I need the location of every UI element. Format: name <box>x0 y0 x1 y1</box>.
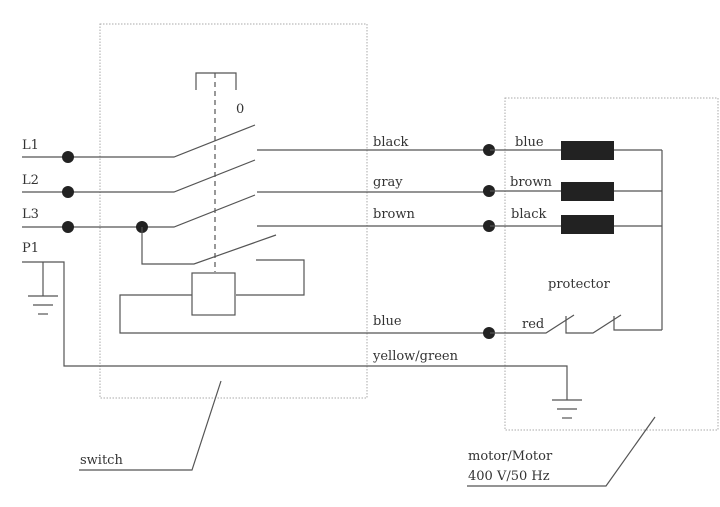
protector-contact-2 <box>565 314 622 334</box>
line-L1 <box>22 124 490 163</box>
wire-label-black: black <box>373 135 409 150</box>
switch-position-label: 0 <box>236 102 244 117</box>
protector-return <box>613 316 662 331</box>
blue-wire <box>119 294 490 334</box>
motor-callout-line <box>467 416 656 487</box>
motor-label: motor/Motor <box>468 449 553 464</box>
ground-icon-motor <box>552 399 582 419</box>
switch-label: switch <box>80 453 123 468</box>
switch-callout-line <box>79 380 222 471</box>
label-P1: P1 <box>22 241 39 256</box>
switch-coil <box>191 272 236 316</box>
coil-return <box>236 259 305 296</box>
motor-wire-label-blue: blue <box>515 135 544 150</box>
aux-contact <box>141 227 277 265</box>
wire-label-brown: brown <box>373 207 415 222</box>
wire-label-yellow-green: yellow/green <box>372 349 459 364</box>
motor-wire-label-black: black <box>511 207 547 222</box>
earth-wire <box>22 261 568 400</box>
label-L2: L2 <box>22 173 39 188</box>
motor-rating: 400 V/50 Hz <box>468 469 550 484</box>
switch-actuator <box>195 72 237 90</box>
wire-label-gray: gray <box>373 175 403 190</box>
motor-enclosure <box>504 97 719 431</box>
protector-contact-1 <box>490 314 575 334</box>
label-L3: L3 <box>22 207 39 222</box>
switch-enclosure <box>99 23 368 399</box>
ground-icon-left <box>28 262 58 315</box>
motor-wire-label-red: red <box>522 317 544 332</box>
label-L1: L1 <box>22 138 39 153</box>
wire-label-blue: blue <box>373 314 402 329</box>
line-L2 <box>22 159 490 198</box>
line-L3 <box>22 194 490 233</box>
motor-wire-label-brown: brown <box>510 175 552 190</box>
motor-windings <box>490 141 663 330</box>
protector-label: protector <box>548 277 611 292</box>
